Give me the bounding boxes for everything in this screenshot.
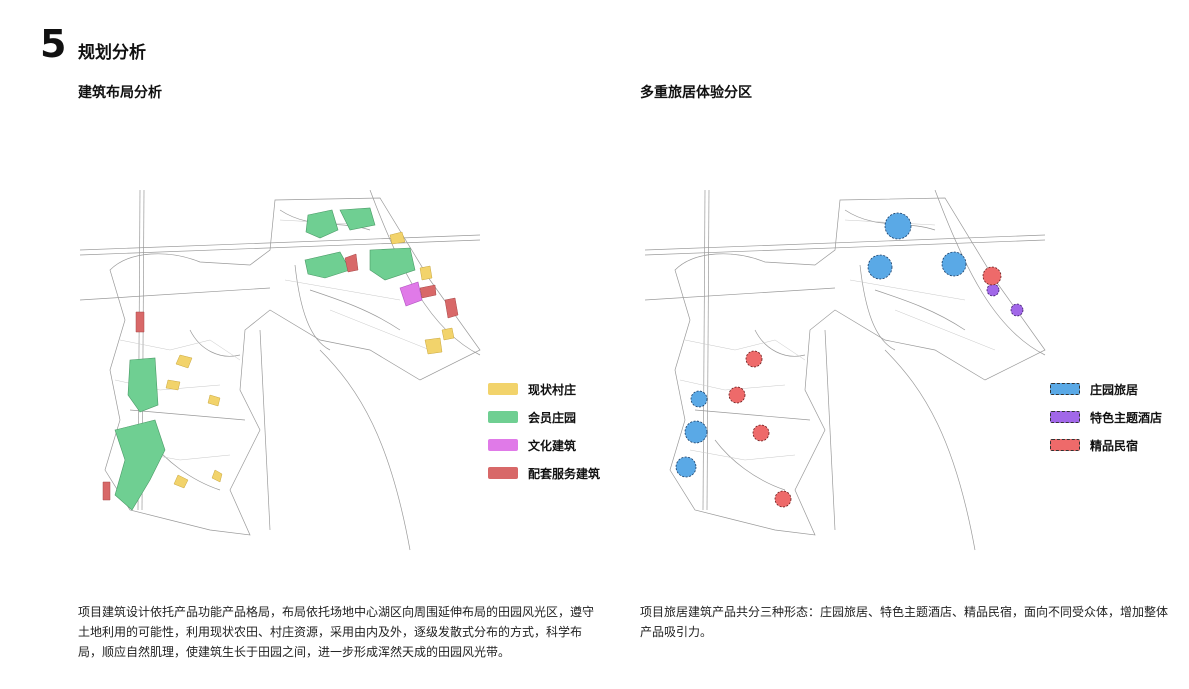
legend-item-theme-hotel: 特色主题酒店 — [1050, 408, 1162, 426]
legend-label: 会员庄园 — [528, 410, 577, 425]
living-experience-map — [644, 190, 1046, 551]
legend-item-village: 现状村庄 — [488, 380, 600, 398]
legend-item-manor: 会员庄园 — [488, 408, 600, 426]
left-description: 项目建筑设计依托产品功能产品格局，布局依托场地中心湖区向周围延伸布局的田园风光区… — [78, 605, 595, 659]
right-description: 项目旅居建筑产品共分三种形态：庄园旅居、特色主题酒店、精品民宿，面向不同受众体，… — [640, 605, 1169, 639]
legend-swatch — [1050, 383, 1080, 395]
left-legend: 现状村庄 会员庄园 文化建筑 配套服务建筑 — [488, 380, 600, 492]
legend-label: 现状村庄 — [528, 382, 577, 397]
legend-label: 庄园旅居 — [1090, 382, 1139, 397]
legend-swatch — [1050, 411, 1080, 423]
legend-swatch — [1050, 439, 1080, 451]
legend-swatch — [488, 439, 518, 451]
legend-swatch — [488, 467, 518, 479]
legend-item-manor-living: 庄园旅居 — [1050, 380, 1162, 398]
legend-label: 特色主题酒店 — [1090, 410, 1163, 425]
building-layout-map — [79, 190, 481, 551]
legend-label: 文化建筑 — [528, 438, 577, 453]
right-legend: 庄园旅居 特色主题酒店 精品民宿 — [1050, 380, 1162, 464]
left-panel-title: 建筑布局分析 — [78, 85, 162, 101]
legend-label: 精品民宿 — [1090, 438, 1139, 453]
legend-label: 配套服务建筑 — [528, 466, 601, 481]
right-panel-title: 多重旅居体验分区 — [640, 85, 752, 101]
legend-item-service: 配套服务建筑 — [488, 464, 600, 482]
legend-item-culture: 文化建筑 — [488, 436, 600, 454]
legend-swatch — [488, 411, 518, 423]
section-title: 规划分析 — [78, 43, 146, 63]
legend-swatch — [488, 383, 518, 395]
legend-item-boutique-inn: 精品民宿 — [1050, 436, 1162, 454]
section-number: 5 — [40, 22, 67, 66]
